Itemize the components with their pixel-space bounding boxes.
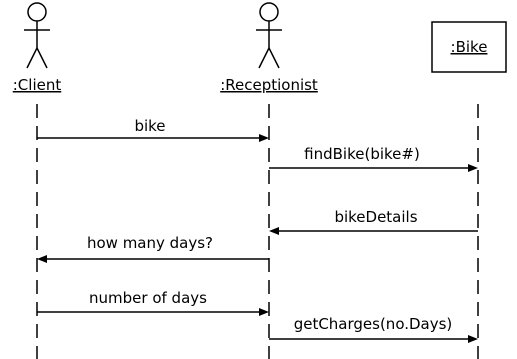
arrowhead-right-icon bbox=[259, 308, 269, 316]
message-bike: bike bbox=[37, 117, 269, 142]
arrowhead-right-icon bbox=[468, 335, 478, 343]
message-bike-details: bikeDetails bbox=[269, 208, 478, 235]
message-label: findBike(bike#) bbox=[304, 145, 420, 163]
receptionist-label: :Receptionist bbox=[220, 76, 318, 94]
message-how-many-days: how many days? bbox=[37, 234, 269, 263]
arrowhead-right-icon bbox=[259, 134, 269, 142]
arrowhead-left-icon bbox=[37, 255, 47, 263]
message-get-charges: getCharges(no.Days) bbox=[269, 315, 478, 343]
arrowhead-right-icon bbox=[468, 164, 478, 172]
message-label: bike bbox=[134, 117, 165, 135]
participant-bike: :Bike bbox=[431, 21, 507, 359]
arrowhead-left-icon bbox=[269, 227, 279, 235]
receptionist-actor-icon bbox=[256, 2, 282, 69]
message-find-bike: findBike(bike#) bbox=[269, 145, 478, 172]
client-actor-icon bbox=[24, 2, 50, 69]
participant-client: :Client bbox=[13, 2, 62, 359]
client-label: :Client bbox=[13, 76, 62, 94]
message-number-of-days: number of days bbox=[37, 289, 269, 316]
message-label: how many days? bbox=[87, 234, 213, 252]
bike-object-box bbox=[431, 21, 507, 73]
message-label: getCharges(no.Days) bbox=[294, 315, 453, 333]
participant-receptionist: :Receptionist bbox=[220, 2, 318, 359]
message-label: bikeDetails bbox=[334, 208, 417, 226]
message-label: number of days bbox=[89, 289, 207, 307]
bike-label: :Bike bbox=[451, 38, 488, 56]
